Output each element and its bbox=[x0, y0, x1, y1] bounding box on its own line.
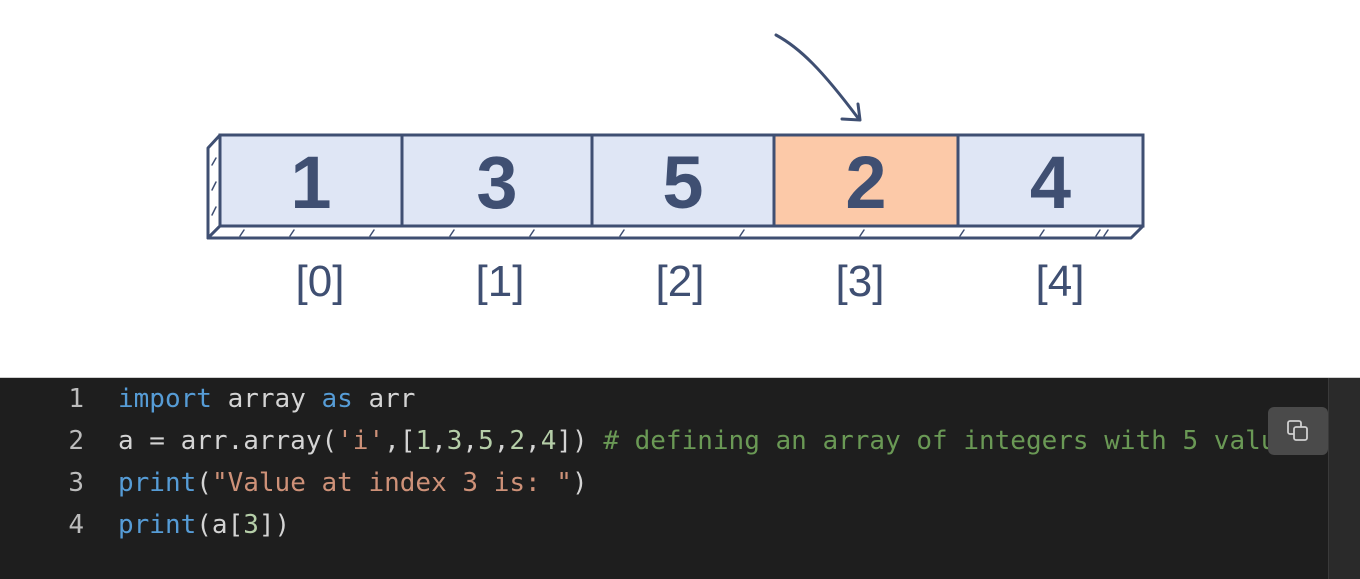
code-token: 'i' bbox=[337, 426, 385, 456]
code-token: ]) bbox=[258, 510, 291, 540]
index-label-2: [2] bbox=[656, 257, 705, 306]
code-token: a = arr.array( bbox=[118, 426, 338, 456]
code-token: 3 bbox=[446, 426, 463, 456]
code-token: ( bbox=[196, 468, 212, 498]
array-cells: 1 3 5 2 4 bbox=[218, 133, 1145, 228]
code-token: ,[ bbox=[384, 426, 416, 456]
code-token: ) bbox=[571, 468, 588, 498]
line-code: print(a[3]) bbox=[118, 504, 290, 546]
line-number: 1 bbox=[68, 384, 84, 414]
copy-icon bbox=[1287, 420, 1308, 441]
line-code: print("Value at index 3 is: ") bbox=[118, 462, 588, 504]
array-cell-value-4: 4 bbox=[1030, 141, 1071, 224]
line-code: import array as arr bbox=[118, 378, 415, 420]
code-token: 1 bbox=[415, 426, 432, 456]
array-cell-value-2: 5 bbox=[662, 141, 703, 224]
code-token: as bbox=[321, 384, 353, 414]
code-token: # defining an array of integers with 5 v… bbox=[603, 426, 1308, 456]
code-line: 4 print(a[3]) bbox=[0, 504, 1328, 546]
array-cell-1 bbox=[400, 133, 594, 228]
code-token: "Value at index 3 is: " bbox=[211, 468, 572, 498]
code-token: (a[ bbox=[196, 510, 244, 540]
index-label-0: [0] bbox=[296, 257, 345, 306]
depth-hatching bbox=[211, 157, 1109, 237]
array-diagram: 1 3 5 2 4 [0] [1] [2] [3] [4] bbox=[206, 33, 1145, 306]
code-token: 2 bbox=[509, 426, 526, 456]
code-token: 4 bbox=[540, 426, 557, 456]
line-number: 2 bbox=[68, 426, 84, 456]
code-line: 3 print("Value at index 3 is: ") bbox=[0, 462, 1328, 504]
copy-button[interactable] bbox=[1268, 407, 1328, 455]
code-token: ]) bbox=[556, 426, 604, 456]
index-label-1: [1] bbox=[476, 257, 525, 306]
array-cell-0 bbox=[218, 133, 404, 228]
line-number: 3 bbox=[68, 468, 84, 498]
code-token: 5 bbox=[478, 426, 494, 456]
code-token: , bbox=[462, 426, 479, 456]
code-token: print bbox=[118, 510, 197, 540]
code-token: , bbox=[493, 426, 510, 456]
code-line: 1 import array as arr bbox=[0, 378, 1328, 420]
line-code: a = arr.array('i',[1,3,5,2,4]) # definin… bbox=[118, 420, 1308, 462]
code-token: , bbox=[525, 426, 541, 456]
code-token: , bbox=[431, 426, 447, 456]
index-label-3: [3] bbox=[836, 257, 885, 306]
code-token: import bbox=[118, 384, 212, 414]
array-cell-value-1: 3 bbox=[476, 141, 517, 224]
array-cell-3 bbox=[772, 133, 960, 228]
array-cell-value-0: 1 bbox=[290, 141, 331, 224]
code-token: print bbox=[118, 468, 197, 498]
array-cell-value-3: 2 bbox=[845, 141, 886, 224]
code-token: array bbox=[211, 384, 322, 414]
array-illustration: 1 3 5 2 4 [0] [1] [2] [3] [4] bbox=[206, 33, 1145, 306]
array-cell-4 bbox=[956, 133, 1145, 228]
line-number: 4 bbox=[68, 510, 84, 540]
array-index-labels: [0] [1] [2] [3] [4] bbox=[296, 257, 1085, 306]
code-token: 3 bbox=[243, 510, 259, 540]
pointer-arrow-icon bbox=[774, 33, 862, 122]
code-token: arr bbox=[352, 384, 416, 414]
index-label-4: [4] bbox=[1036, 257, 1085, 306]
code-scrollbar[interactable] bbox=[1328, 378, 1360, 579]
